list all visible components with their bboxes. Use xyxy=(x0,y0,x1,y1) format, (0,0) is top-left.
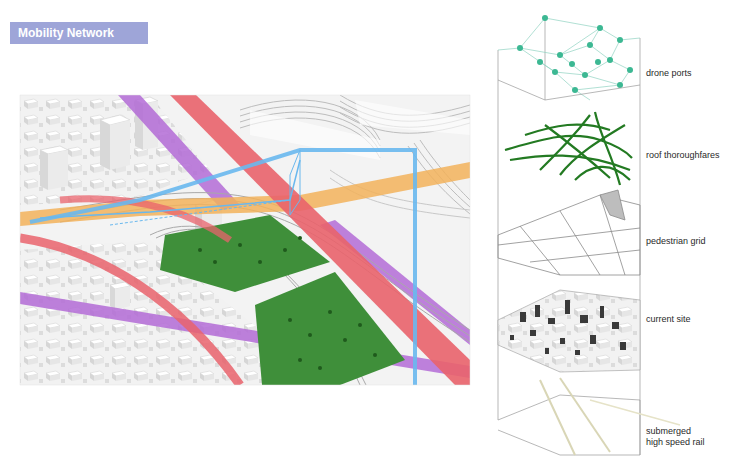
site-model xyxy=(498,290,640,372)
drone-network xyxy=(498,15,640,100)
red-band xyxy=(170,95,470,385)
layer-label: current site xyxy=(646,314,691,325)
stack-frame xyxy=(498,18,640,455)
highways xyxy=(60,193,470,385)
site-axonometric xyxy=(20,95,470,385)
layer-label: roof thoroughfares xyxy=(646,150,720,161)
orange-band xyxy=(20,162,470,226)
red-band xyxy=(60,199,230,240)
roof-network xyxy=(505,112,632,185)
layer-label: pedestrian grid xyxy=(646,236,706,247)
title-band: Mobility Network xyxy=(10,22,148,44)
layer-label: submerged high speed rail xyxy=(646,426,708,448)
layer-stack xyxy=(498,15,680,455)
blue-route xyxy=(30,150,415,385)
red-band xyxy=(20,238,240,385)
pedestrian-grid xyxy=(498,190,640,275)
layer-label: drone ports xyxy=(646,68,692,79)
diagram-title: Mobility Network xyxy=(10,22,148,44)
